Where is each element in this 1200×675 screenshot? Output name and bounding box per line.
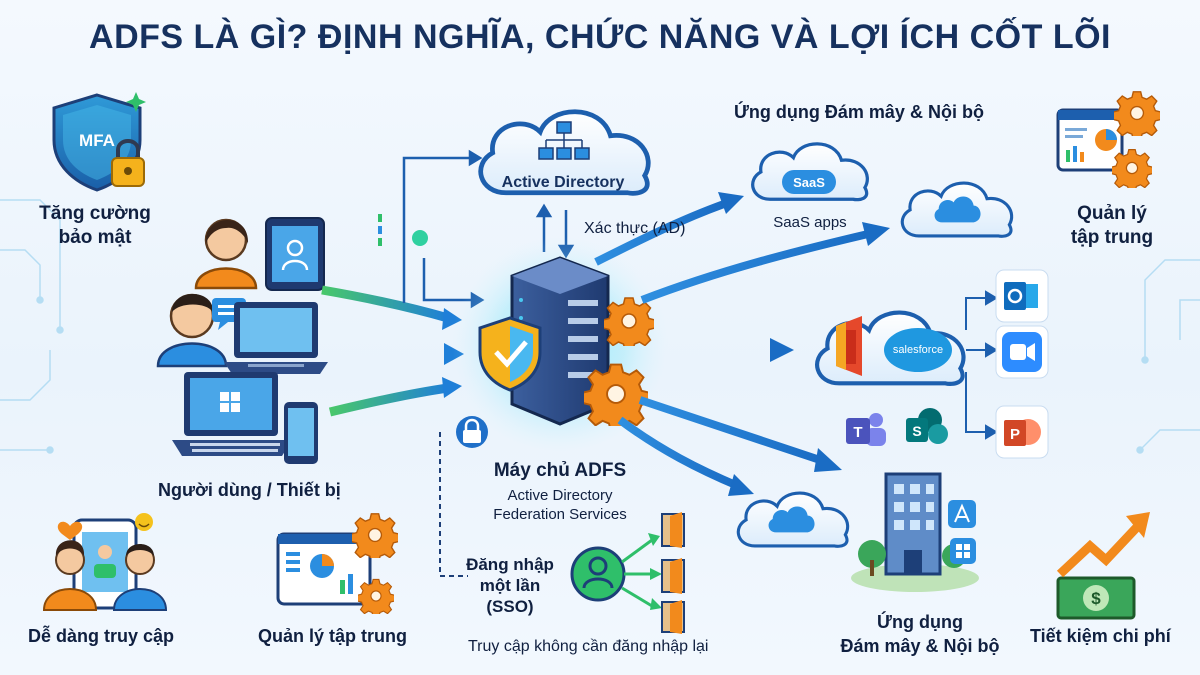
- sso-line2: một lần: [479, 576, 541, 595]
- zoom-icon: [995, 325, 1049, 379]
- feature-security-line1: Tăng cường: [39, 203, 151, 224]
- circuit-lines-right: [1136, 259, 1200, 454]
- feature-security-line2: bảo mật: [58, 227, 132, 248]
- feature-savings: Tiết kiệm chi phí: [1030, 626, 1171, 646]
- growth-arrow-icon: [1056, 512, 1150, 578]
- saas-badge: [782, 170, 836, 194]
- saas-apps-label: SaaS apps: [773, 214, 847, 231]
- server-icon: [510, 256, 610, 426]
- active-directory-label: Active Directory: [501, 174, 625, 191]
- cloud-apps-bottom-line2: Đám mây & Nội bộ: [840, 636, 1000, 656]
- status-bars-icon: [378, 214, 382, 246]
- sso-user-hub-icon: [570, 546, 626, 602]
- powerpoint-icon: P: [995, 405, 1049, 459]
- sparkle-icon: [126, 92, 146, 112]
- office-icon: [836, 316, 862, 376]
- salesforce-label: salesforce: [892, 344, 944, 356]
- feature-central-top: Quản lý tập trung: [1052, 202, 1172, 250]
- feature-security: Tăng cường bảo mật: [30, 202, 160, 250]
- sso-branches: [621, 538, 653, 608]
- mfa-badge: MFA: [79, 131, 115, 150]
- gear-icon: [604, 297, 654, 346]
- cloud-apps-heading: Ứng dụng Đám mây & Nội bộ: [734, 102, 984, 122]
- person-icon: [42, 540, 168, 611]
- laptop-icon: [172, 372, 292, 456]
- cloud-apps-bottom-line1: Ứng dụng: [877, 612, 963, 632]
- svg-text:$: $: [1091, 589, 1101, 608]
- server-subtitle: Active Directory Federation Services: [470, 486, 650, 524]
- sso-branch-heads: [648, 533, 662, 610]
- arrow-heads: [718, 192, 890, 496]
- gear-icon: [1112, 149, 1152, 188]
- gear-icon: [584, 363, 648, 426]
- page-title: ADFS LÀ GÌ? ĐỊNH NGHĨA, CHỨC NĂNG VÀ LỢI…: [89, 18, 1111, 56]
- org-chart-icon: [538, 121, 590, 160]
- dashboard-icon: [1056, 108, 1124, 172]
- laptop-icon: [224, 302, 328, 374]
- app-tile-icon: [948, 500, 976, 564]
- cloud-apps-bottom-label: Ứng dụng Đám mây & Nội bộ: [830, 610, 1010, 658]
- door-icon: [661, 512, 685, 634]
- dashboard-icon: [276, 532, 372, 606]
- svg-text:T: T: [853, 424, 862, 441]
- flow-arrows-users-to-server: [321, 285, 464, 417]
- monitor-icon: [265, 217, 325, 291]
- sso-caption: Truy cập không cần đăng nhập lại: [468, 638, 709, 655]
- gear-icon: [358, 578, 394, 614]
- saas-badge-label: SaaS: [793, 175, 825, 190]
- circuit-lines-left: [0, 199, 64, 454]
- sso-line3: (SSO): [486, 597, 534, 616]
- sharepoint-icon: S: [906, 408, 948, 444]
- sso-dashed-connector: [439, 432, 468, 577]
- sso-label: Đăng nhập một lần (SSO): [450, 554, 570, 617]
- heart-icon: [57, 521, 83, 540]
- person-icon: [194, 218, 258, 290]
- shield-check-icon: [478, 316, 542, 392]
- branch-connectors: [965, 290, 998, 440]
- phone-icon: [72, 518, 138, 610]
- tablet-icon: [284, 402, 318, 464]
- money-icon: $: [1056, 576, 1136, 620]
- teams-icon: T: [846, 413, 886, 446]
- svg-text:S: S: [912, 423, 921, 439]
- users-label: Người dùng / Thiết bị: [158, 480, 341, 500]
- outlook-icon: [995, 269, 1049, 323]
- feature-central-top-line2: tập trung: [1070, 227, 1154, 248]
- salesforce-icon: [884, 328, 952, 372]
- gear-icon: [352, 513, 398, 558]
- sso-line1: Đăng nhập: [466, 555, 554, 574]
- smile-icon: [135, 513, 153, 531]
- feature-central-bottom: Quản lý tập trung: [258, 626, 408, 646]
- lock-icon: [111, 139, 145, 187]
- auth-label: Xác thực (AD): [584, 220, 686, 237]
- gear-icon: [1114, 91, 1160, 136]
- flow-arrows-server-to-apps: [594, 200, 869, 490]
- feature-central-top-line1: Quản lý: [1077, 203, 1147, 224]
- lock-icon: [456, 416, 488, 448]
- server-title: Máy chủ ADFS: [493, 460, 627, 481]
- building-icon: [851, 472, 979, 592]
- feature-easy-access: Dễ dàng truy cập: [28, 626, 175, 646]
- server-subtitle-line2: Federation Services: [493, 506, 627, 523]
- server-subtitle-line1: Active Directory: [507, 487, 613, 504]
- status-dot-icon: [412, 230, 428, 246]
- svg-text:P: P: [1010, 426, 1020, 443]
